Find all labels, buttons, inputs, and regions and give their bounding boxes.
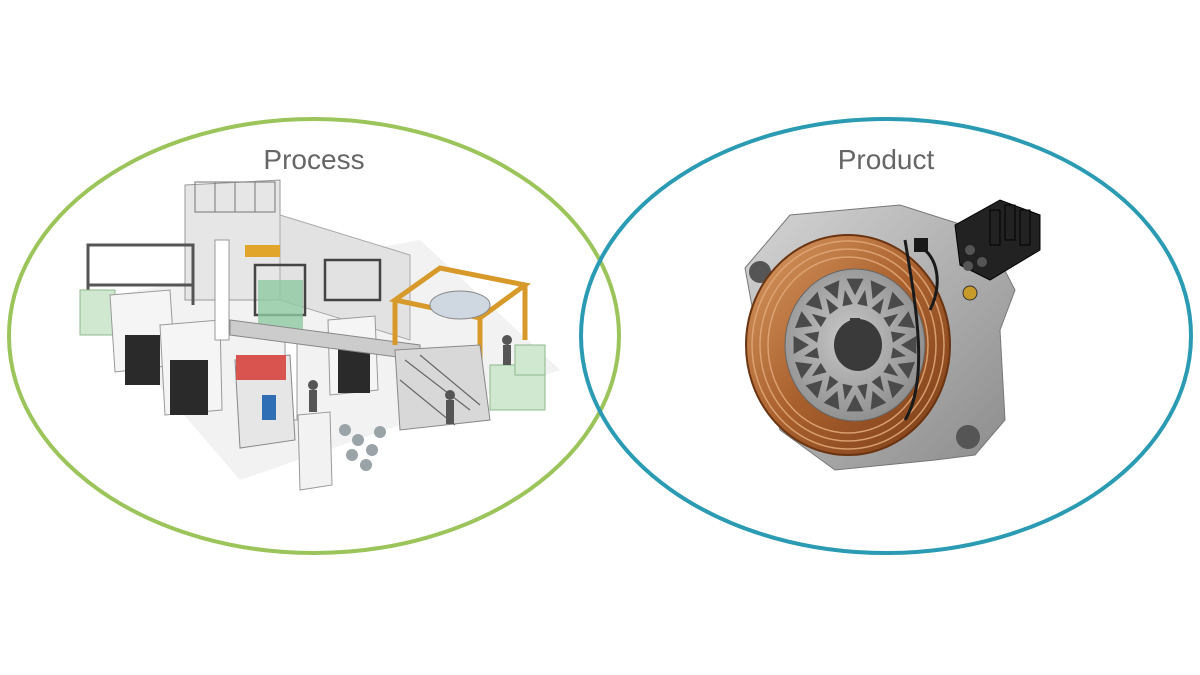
- process-ellipse: [7, 117, 621, 555]
- electric-motor-stator-illustration: [744, 199, 1041, 471]
- production-line-illustration: [79, 179, 560, 491]
- process-label: Process: [263, 144, 364, 175]
- product-label: Product: [838, 144, 935, 175]
- product-ellipse: [579, 117, 1193, 555]
